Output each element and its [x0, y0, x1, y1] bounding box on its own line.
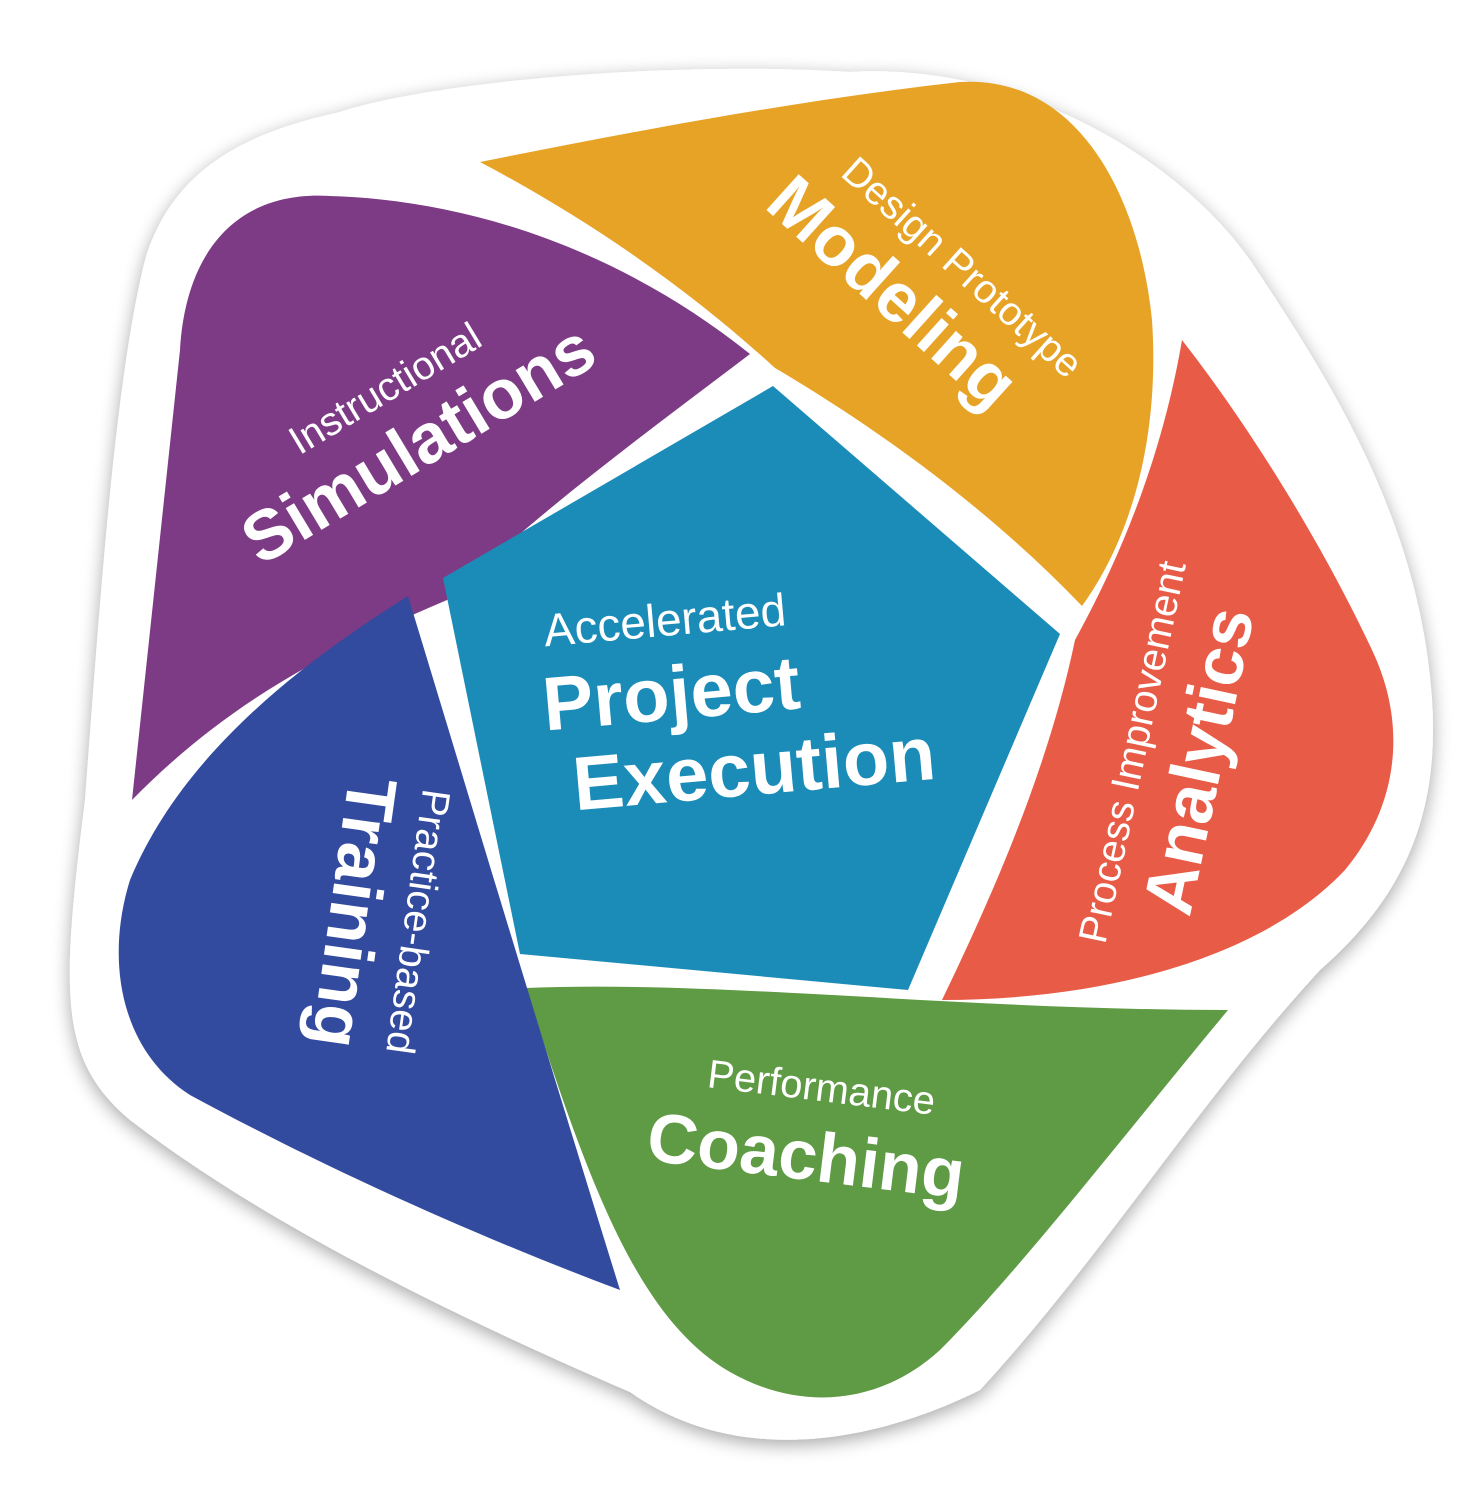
center-pentagon[interactable] [443, 386, 1060, 990]
petal-modeling[interactable] [480, 81, 1154, 606]
petal-analytics[interactable] [942, 340, 1394, 1000]
petal-coaching[interactable] [526, 986, 1228, 1398]
petal-training[interactable] [118, 596, 620, 1290]
petal-simulations[interactable] [132, 195, 750, 800]
